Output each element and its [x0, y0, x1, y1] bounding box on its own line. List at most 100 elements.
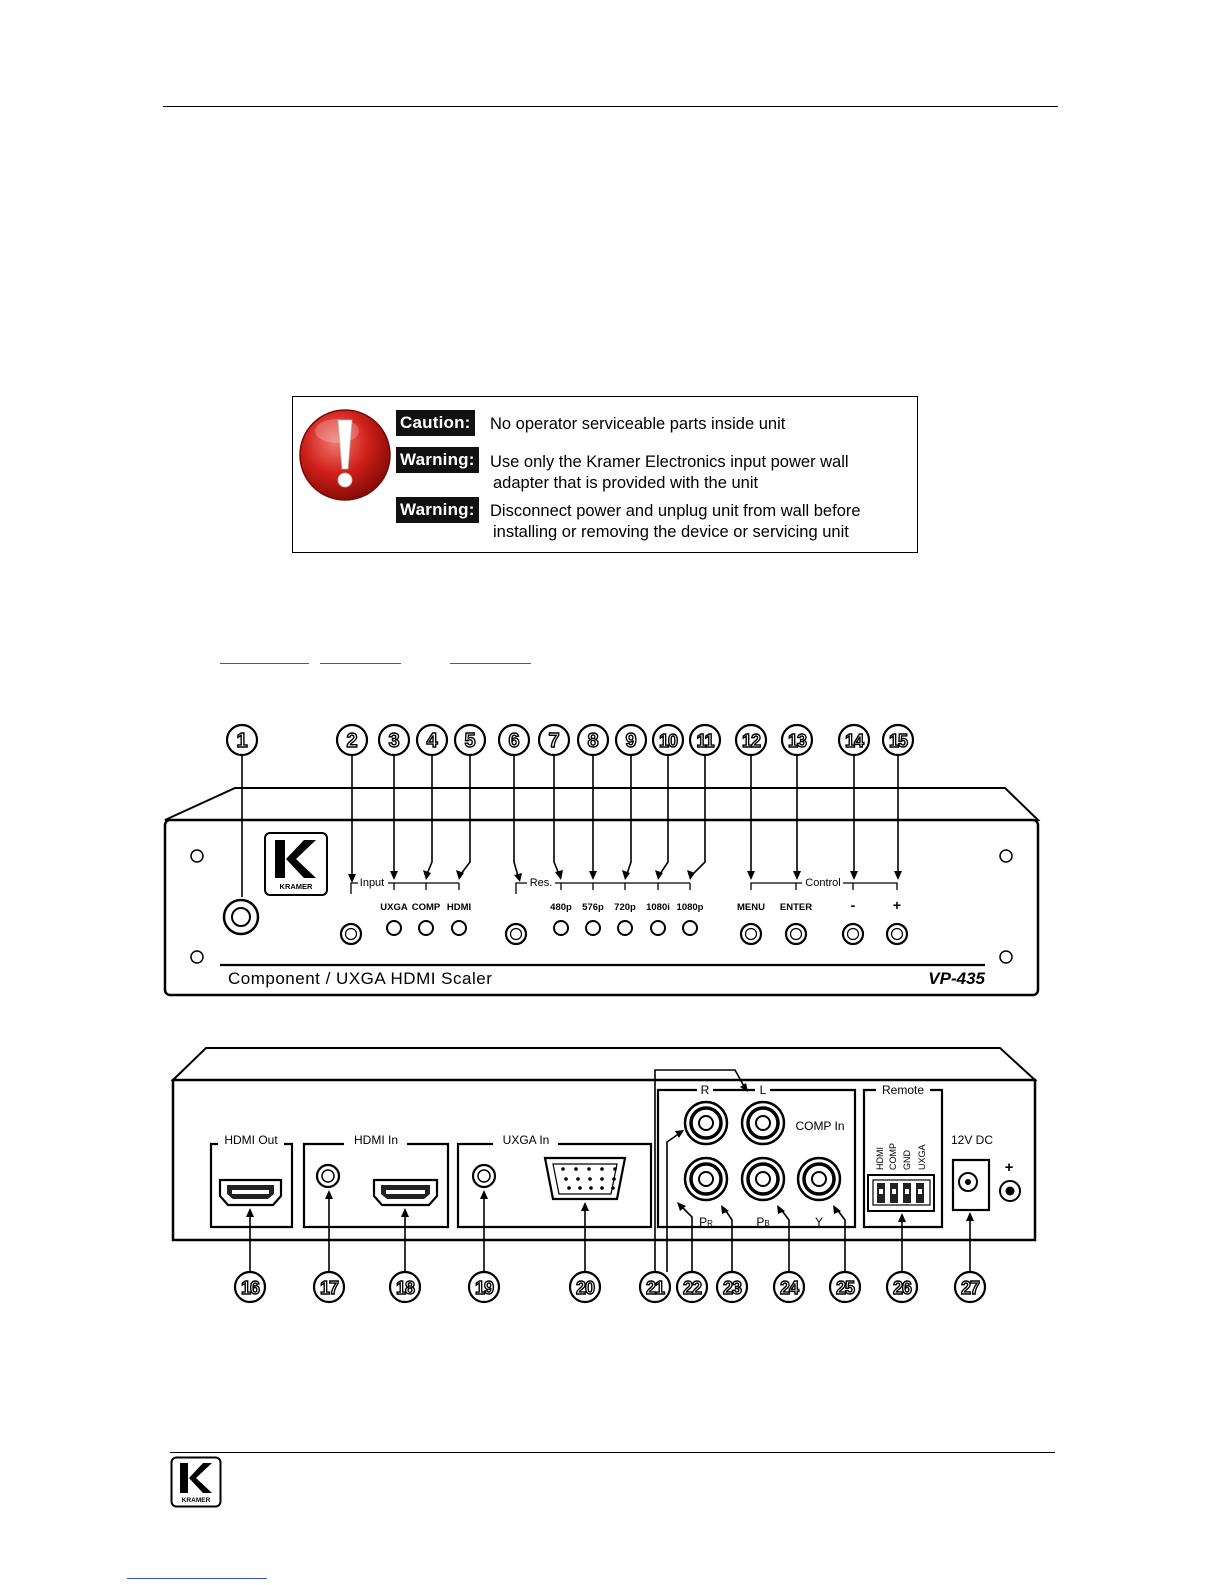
footer-link[interactable]: [127, 1578, 267, 1579]
footer-logo-text: KRAMER: [182, 1497, 211, 1504]
caution-text: No operator serviceable parts inside uni…: [490, 415, 786, 433]
front-chassis-top: [164, 787, 1041, 821]
callout-24: 24: [772, 1270, 806, 1304]
callout-7: 7: [537, 723, 571, 757]
1080p-led: [682, 920, 698, 936]
callout-18: 18: [388, 1270, 422, 1304]
figure-link-2[interactable]: [320, 663, 401, 664]
remote-terminal-block[interactable]: [867, 1174, 935, 1212]
y-jack[interactable]: [796, 1156, 842, 1202]
callout-12: 12: [734, 723, 768, 757]
svg-text:20: 20: [576, 1278, 595, 1298]
res-label-720p: 720p: [614, 902, 636, 913]
res-group-label: Res.: [530, 877, 553, 889]
svg-text:PB: PB: [756, 1215, 769, 1229]
pr-jack[interactable]: [683, 1156, 729, 1202]
res-label-1080p: 1080p: [677, 902, 704, 913]
svg-text:5: 5: [464, 730, 475, 752]
svg-text:16: 16: [241, 1278, 260, 1298]
hdmi-led: [451, 920, 467, 936]
pr-label: P: [699, 1215, 707, 1229]
screw-icon: [190, 950, 204, 964]
figure-link-3[interactable]: [450, 663, 531, 664]
hdmi-out-label: HDMI Out: [224, 1133, 278, 1147]
svg-text:6: 6: [508, 730, 519, 752]
svg-text:PR: PR: [699, 1215, 713, 1229]
pb-label: P: [756, 1215, 764, 1229]
footer-rule: [170, 1452, 1055, 1453]
svg-text:21: 21: [646, 1278, 665, 1298]
screw-icon: [190, 849, 204, 863]
rear-panel-figure: HDMI Out HDMI In UXGA In R L COMP In Rem…: [170, 1047, 1038, 1304]
remote-pin-hdmi: HDMI: [875, 1147, 885, 1170]
callout-8: 8: [576, 723, 610, 757]
callout-19: 19: [467, 1270, 501, 1304]
y-label: Y: [815, 1215, 823, 1229]
svg-text:14: 14: [845, 731, 864, 751]
callout-1: 1: [225, 723, 259, 757]
svg-text:11: 11: [696, 731, 714, 751]
kramer-logo-icon: KRAMER: [264, 832, 328, 896]
1080i-led: [650, 920, 666, 936]
pb-sub-label: B: [764, 1219, 769, 1228]
audio-l-jack[interactable]: [740, 1100, 786, 1146]
front-panel-figure: KRAMER Input Res. Control UXGA COMP HDMI…: [163, 723, 1041, 997]
res-label-480p: 480p: [550, 902, 572, 913]
svg-text:12: 12: [742, 731, 761, 751]
callout-2: 2: [335, 723, 369, 757]
audio-l-label: L: [760, 1083, 767, 1097]
audio-r-label: R: [701, 1083, 710, 1097]
warning-text-1a: Use only the Kramer Electronics input po…: [490, 453, 849, 471]
model-name: VP-435: [928, 969, 985, 988]
figure-link-1[interactable]: [220, 663, 309, 664]
input-group-label: Input: [360, 877, 384, 889]
rear-chassis-top: [170, 1047, 1038, 1081]
front-logo-text: KRAMER: [280, 882, 313, 891]
hdmi-in-connector[interactable]: [372, 1178, 439, 1207]
callout-5: 5: [453, 723, 487, 757]
callout-10: 10: [651, 723, 685, 757]
callout-21: 21: [638, 1270, 672, 1304]
svg-text:2: 2: [346, 730, 357, 752]
callout-23: 23: [715, 1270, 749, 1304]
input-label-comp: COMP: [412, 902, 441, 913]
svg-text:17: 17: [320, 1278, 339, 1298]
hdmi-in-label: HDMI In: [354, 1133, 398, 1147]
callout-6: 6: [497, 723, 531, 757]
svg-text:24: 24: [780, 1278, 799, 1298]
svg-text:19: 19: [475, 1278, 494, 1298]
dc-power-jack[interactable]: [951, 1158, 991, 1212]
hdmi-out-connector[interactable]: [218, 1178, 283, 1207]
uxga-vga-connector[interactable]: [543, 1156, 627, 1201]
comp-in-label: COMP In: [795, 1119, 844, 1133]
screw-icon: [999, 950, 1013, 964]
720p-led: [617, 920, 633, 936]
svg-text:10: 10: [659, 731, 678, 751]
callout-22: 22: [675, 1270, 709, 1304]
exclamation-alert-icon: [299, 409, 391, 501]
svg-text:15: 15: [889, 731, 908, 751]
res-label-1080i: 1080i: [646, 902, 670, 913]
svg-text:1: 1: [236, 730, 247, 752]
svg-text:9: 9: [625, 730, 636, 752]
remote-pin-comp: COMP: [888, 1143, 898, 1170]
svg-text:8: 8: [587, 730, 598, 752]
audio-r-jack[interactable]: [683, 1100, 729, 1146]
screw-icon: [999, 849, 1013, 863]
warning-text-2a: Disconnect power and unplug unit from wa…: [490, 502, 861, 520]
callout-11: 11: [688, 723, 722, 757]
uxga-in-label: UXGA In: [503, 1133, 550, 1147]
pb-jack[interactable]: [740, 1156, 786, 1202]
input-label-uxga: UXGA: [380, 902, 408, 913]
remote-label: Remote: [882, 1083, 924, 1097]
svg-text:13: 13: [788, 731, 807, 751]
callout-26: 26: [885, 1270, 919, 1304]
warning-text-2b: installing or removing the device or ser…: [493, 523, 849, 541]
callout-14: 14: [837, 723, 871, 757]
callout-15: 15: [881, 723, 915, 757]
callout-20: 20: [568, 1270, 602, 1304]
control-label-enter: ENTER: [780, 902, 812, 913]
svg-text:23: 23: [723, 1278, 742, 1298]
callout-27: 27: [953, 1270, 987, 1304]
callout-4: 4: [415, 723, 449, 757]
